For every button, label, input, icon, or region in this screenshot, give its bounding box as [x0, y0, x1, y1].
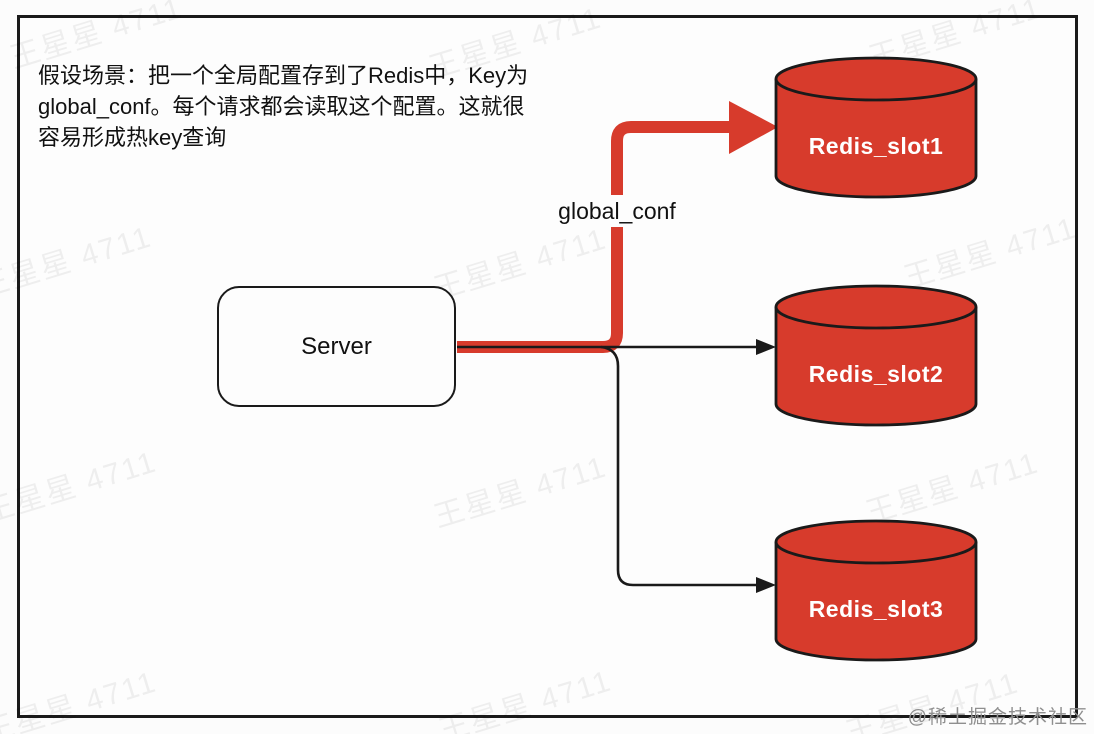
- arrowhead-slot3-icon: [756, 577, 776, 593]
- community-credit-watermark: @稀土掘金技术社区: [907, 707, 1088, 728]
- database-cylinder-icon: [774, 519, 978, 662]
- redis-slot2-node: Redis_slot2: [773, 283, 979, 429]
- server-node: Server: [217, 286, 456, 407]
- redis-slot3-label: Redis_slot3: [808, 596, 944, 622]
- redis-slot1-label: Redis_slot1: [808, 133, 944, 159]
- redis-slot3-node: Redis_slot3: [773, 518, 979, 664]
- hot-key-arrowhead-icon: [729, 101, 778, 154]
- edge-to-slot3: [600, 345, 760, 587]
- server-label: Server: [301, 332, 372, 360]
- redis-slot2-label: Redis_slot2: [808, 361, 944, 387]
- hot-key-path: [457, 121, 733, 353]
- arrowhead-slot2-icon: [756, 339, 776, 355]
- hot-key-edge-label: global_conf: [547, 195, 687, 227]
- database-cylinder-icon: [774, 56, 978, 199]
- database-cylinder-icon: [774, 284, 978, 427]
- redis-slot1-node: Redis_slot1: [773, 55, 979, 201]
- scenario-description-text: 假设场景：把一个全局配置存到了Redis中，Key为 global_conf。每…: [38, 63, 529, 150]
